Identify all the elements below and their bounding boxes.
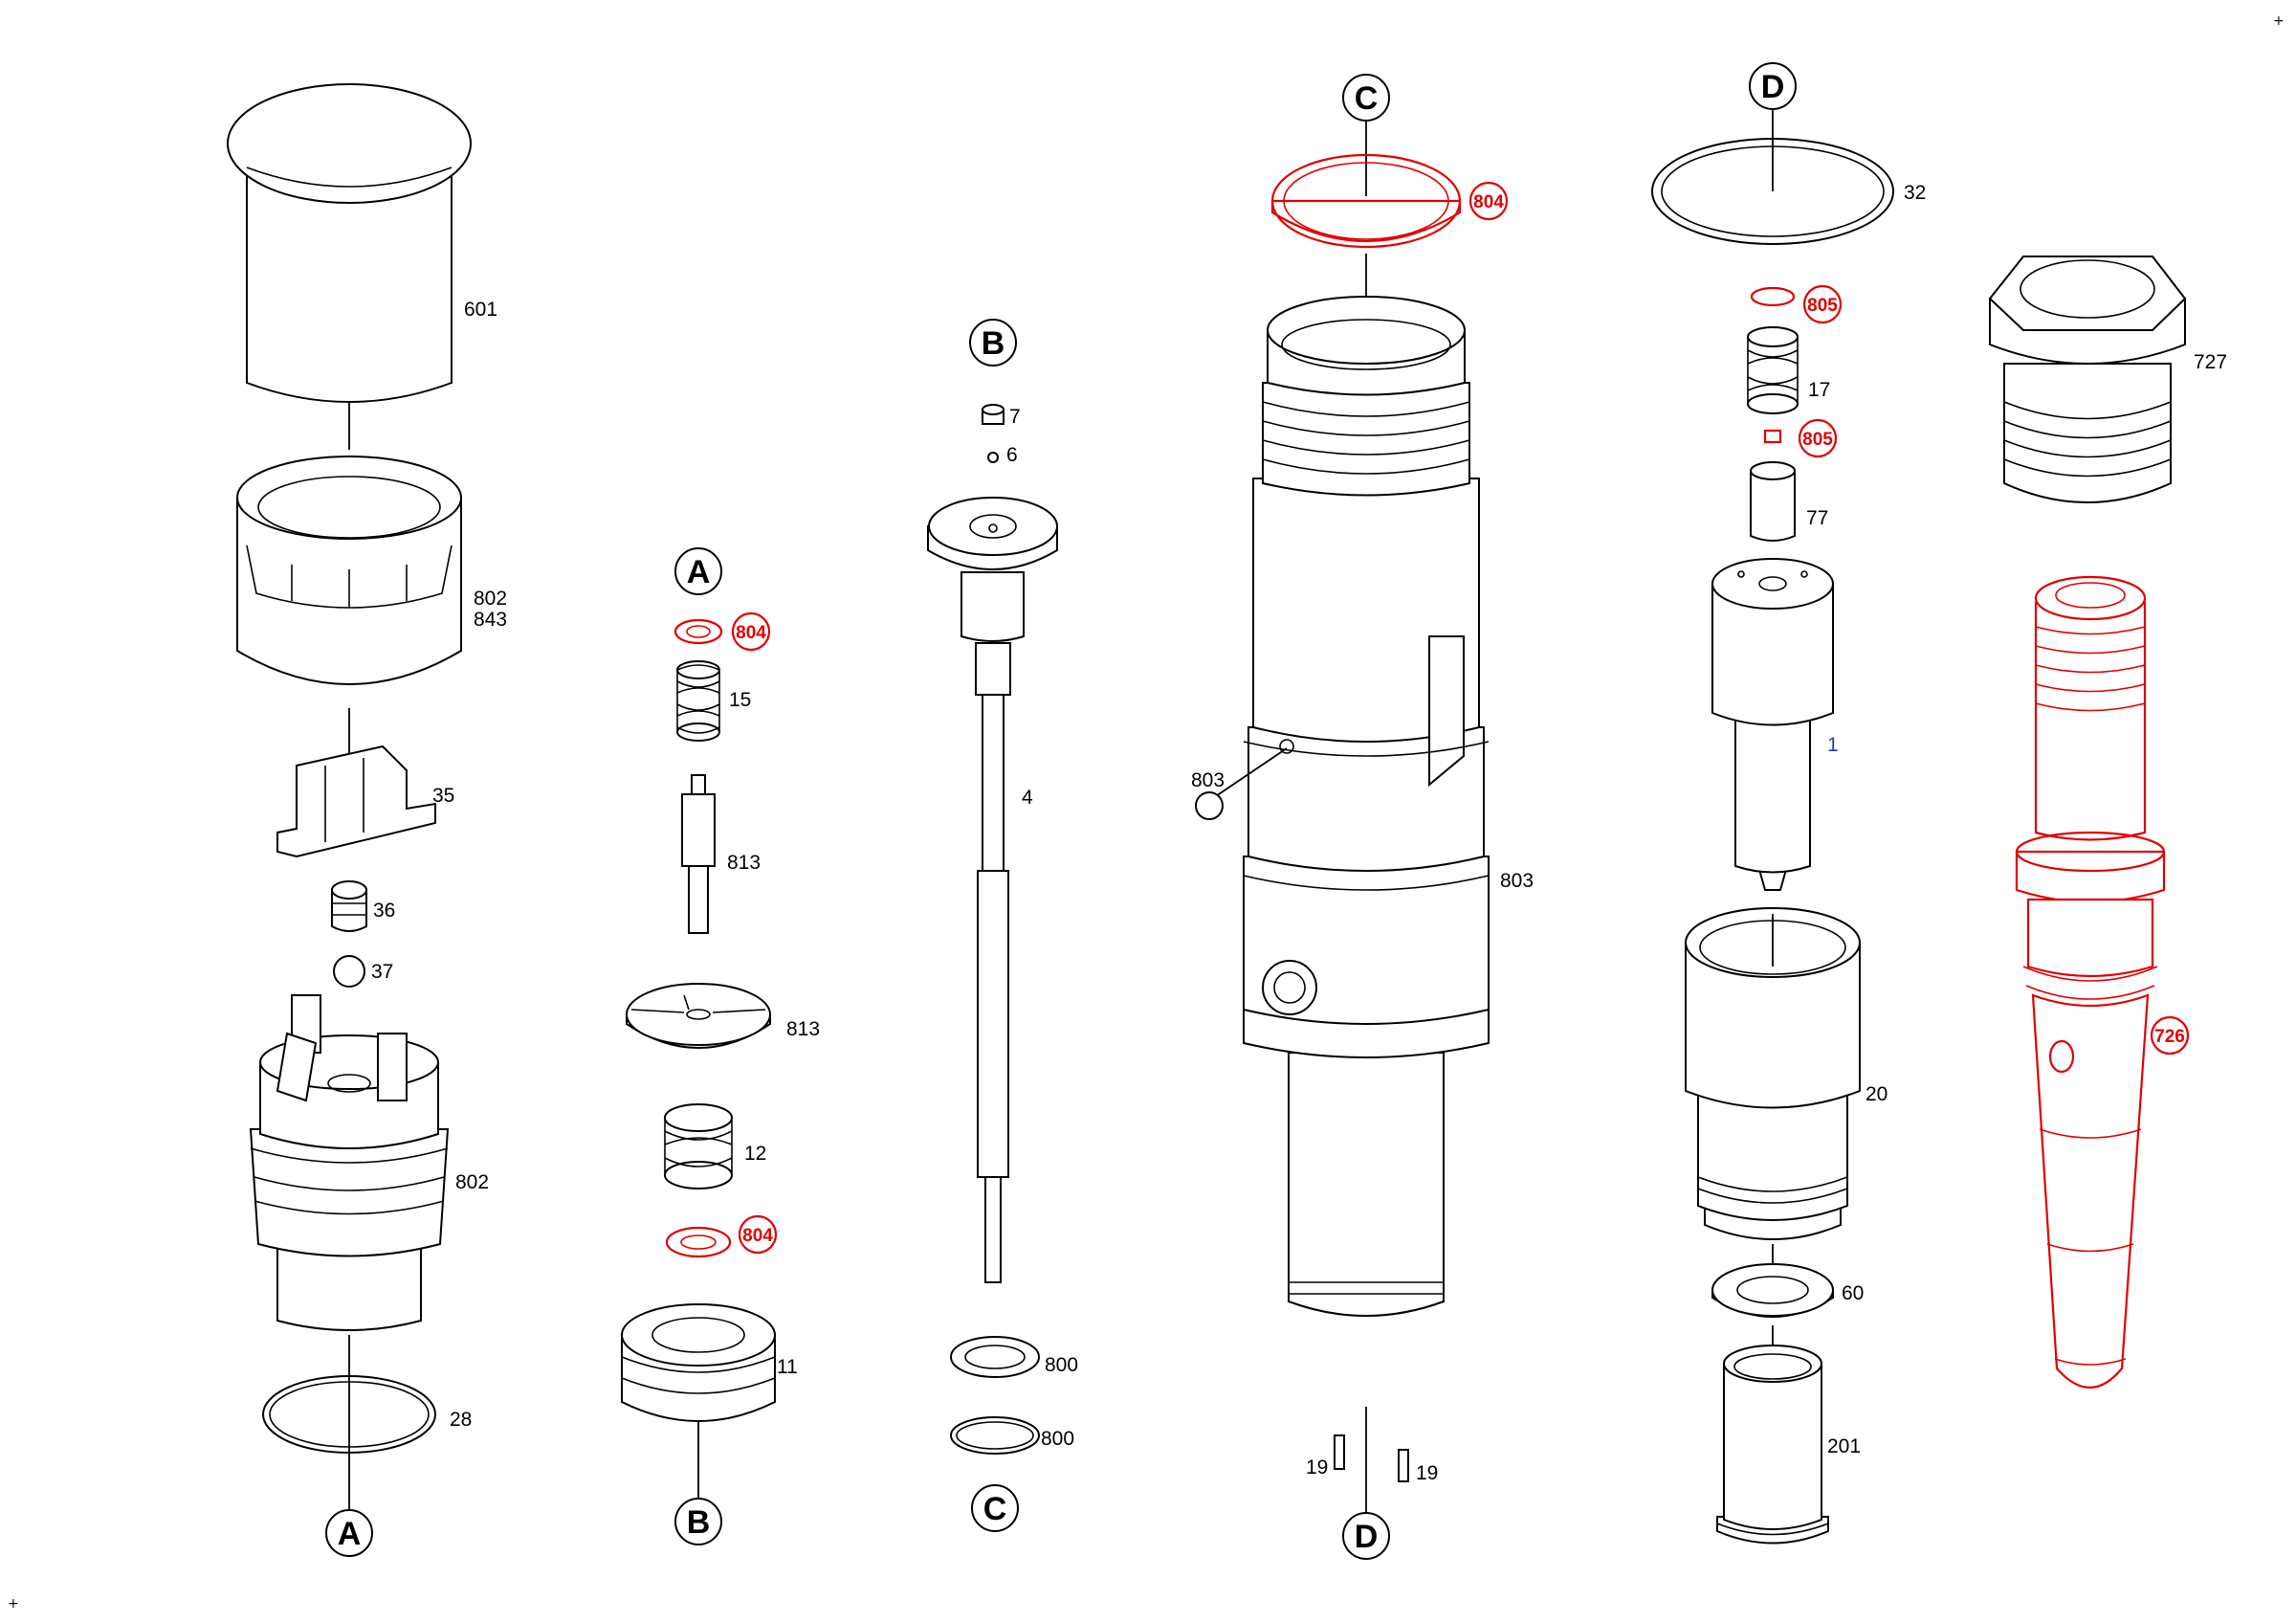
label-28: 28: [450, 1409, 472, 1431]
corner-mark-top-right: +: [2273, 13, 2285, 29]
label-802-top: 802: [474, 588, 507, 610]
connector-a-top: A: [674, 547, 722, 595]
part-802-valve-housing: 802: [249, 994, 489, 1331]
connector-c-bottom: C: [971, 1484, 1019, 1532]
part-803-injector-body: 803: [1243, 296, 1534, 1317]
part-37-ball: 37: [333, 955, 393, 988]
label-12: 12: [744, 1143, 766, 1165]
part-813-pin: 813: [681, 774, 761, 934]
label-35: 35: [432, 785, 454, 807]
part-11-nut: 11: [621, 1303, 798, 1422]
connector-c-top-letter: C: [1355, 80, 1379, 117]
part-813-plate: 813: [626, 983, 820, 1049]
label-37: 37: [371, 961, 393, 983]
part-4-valve-rod: 4: [927, 497, 1058, 1283]
label-601: 601: [464, 299, 497, 321]
part-803-ball: 803: [1191, 747, 1288, 820]
connector-b-top-letter: B: [982, 325, 1005, 362]
part-726-pressure-pipe: 726: [2015, 575, 2190, 1390]
part-804-seal-ring: 804: [1270, 153, 1509, 249]
label-36: 36: [373, 900, 395, 922]
connector-a-top-letter: A: [687, 554, 711, 590]
label-1: 1: [1827, 734, 1839, 756]
connector-a-bottom: A: [325, 1509, 373, 1557]
label-800-b: 800: [1041, 1428, 1074, 1450]
connector-c-top: C: [1342, 74, 1390, 122]
part-727-fitting: 727: [1988, 256, 2227, 503]
connector-a-bottom-letter: A: [338, 1516, 362, 1552]
label-802-bottom: 802: [455, 1171, 489, 1193]
part-804-washer-upper: 804: [673, 611, 771, 652]
label-813-plate: 813: [786, 1018, 820, 1040]
label-803-ball: 803: [1191, 769, 1225, 791]
connector-b-top: B: [969, 319, 1017, 367]
label-800-a: 800: [1045, 1354, 1078, 1376]
part-20-nozzle-nut: 20: [1685, 907, 1888, 1240]
part-802-843-nut: 802 843: [236, 456, 507, 685]
part-36-screw: 36: [331, 880, 395, 932]
label-843: 843: [474, 609, 507, 631]
label-804-c: 804: [1473, 192, 1504, 212]
label-77: 77: [1806, 507, 1828, 529]
connector-d-top-letter: D: [1761, 69, 1785, 105]
label-805-a: 805: [1807, 296, 1838, 316]
part-804-washer-lower: 804: [665, 1214, 778, 1258]
part-800-ring-upper: 800: [950, 1336, 1078, 1378]
label-804-b: 804: [742, 1226, 773, 1246]
part-7-sleeve: 7: [982, 404, 1021, 428]
label-7: 7: [1009, 406, 1021, 428]
part-35-clip: 35: [276, 745, 454, 858]
corner-mark-bottom-left: +: [8, 1596, 19, 1612]
label-727: 727: [2194, 351, 2227, 373]
part-6-ball: 6: [987, 444, 1018, 466]
connector-d-top: D: [1749, 62, 1797, 110]
part-805-washer-upper: 805: [1750, 284, 1843, 324]
part-201-sleeve: 201: [1716, 1345, 1861, 1545]
connector-b-bottom: B: [674, 1498, 722, 1545]
connector-d-bottom: D: [1342, 1512, 1390, 1560]
connector-b-bottom-letter: B: [687, 1504, 711, 1541]
label-19-left: 19: [1306, 1456, 1328, 1478]
part-60-washer: 60: [1711, 1263, 1864, 1318]
part-28-oring: 28: [262, 1335, 472, 1512]
part-12-spring: 12: [664, 1103, 766, 1189]
label-20: 20: [1866, 1083, 1888, 1105]
label-726: 726: [2154, 1027, 2185, 1047]
label-6: 6: [1006, 444, 1018, 466]
label-4: 4: [1022, 787, 1033, 809]
label-803-body: 803: [1500, 870, 1534, 892]
label-60: 60: [1842, 1282, 1864, 1304]
part-19-pins: 19 19: [1306, 1434, 1438, 1484]
part-15-spring: 15: [676, 660, 751, 742]
part-77-sleeve: 77: [1750, 461, 1828, 542]
label-804-a: 804: [736, 623, 766, 643]
label-11: 11: [777, 1356, 798, 1378]
label-805-b: 805: [1802, 430, 1833, 450]
part-805-small: 805: [1763, 418, 1838, 458]
label-19-right: 19: [1416, 1462, 1438, 1484]
part-17-spring: 17: [1747, 326, 1830, 414]
label-32: 32: [1904, 182, 1926, 204]
label-813-pin: 813: [727, 852, 761, 874]
connector-c-bottom-letter: C: [983, 1491, 1007, 1527]
part-800-ring-lower: 800: [950, 1416, 1074, 1455]
label-201: 201: [1827, 1435, 1861, 1457]
connector-d-bottom-letter: D: [1355, 1519, 1379, 1555]
part-1-nozzle: 1: [1711, 558, 1839, 891]
part-32-ring: 32: [1651, 138, 1926, 245]
label-15: 15: [729, 689, 751, 711]
label-17: 17: [1808, 379, 1830, 401]
part-601-cap: 601: [227, 83, 497, 450]
